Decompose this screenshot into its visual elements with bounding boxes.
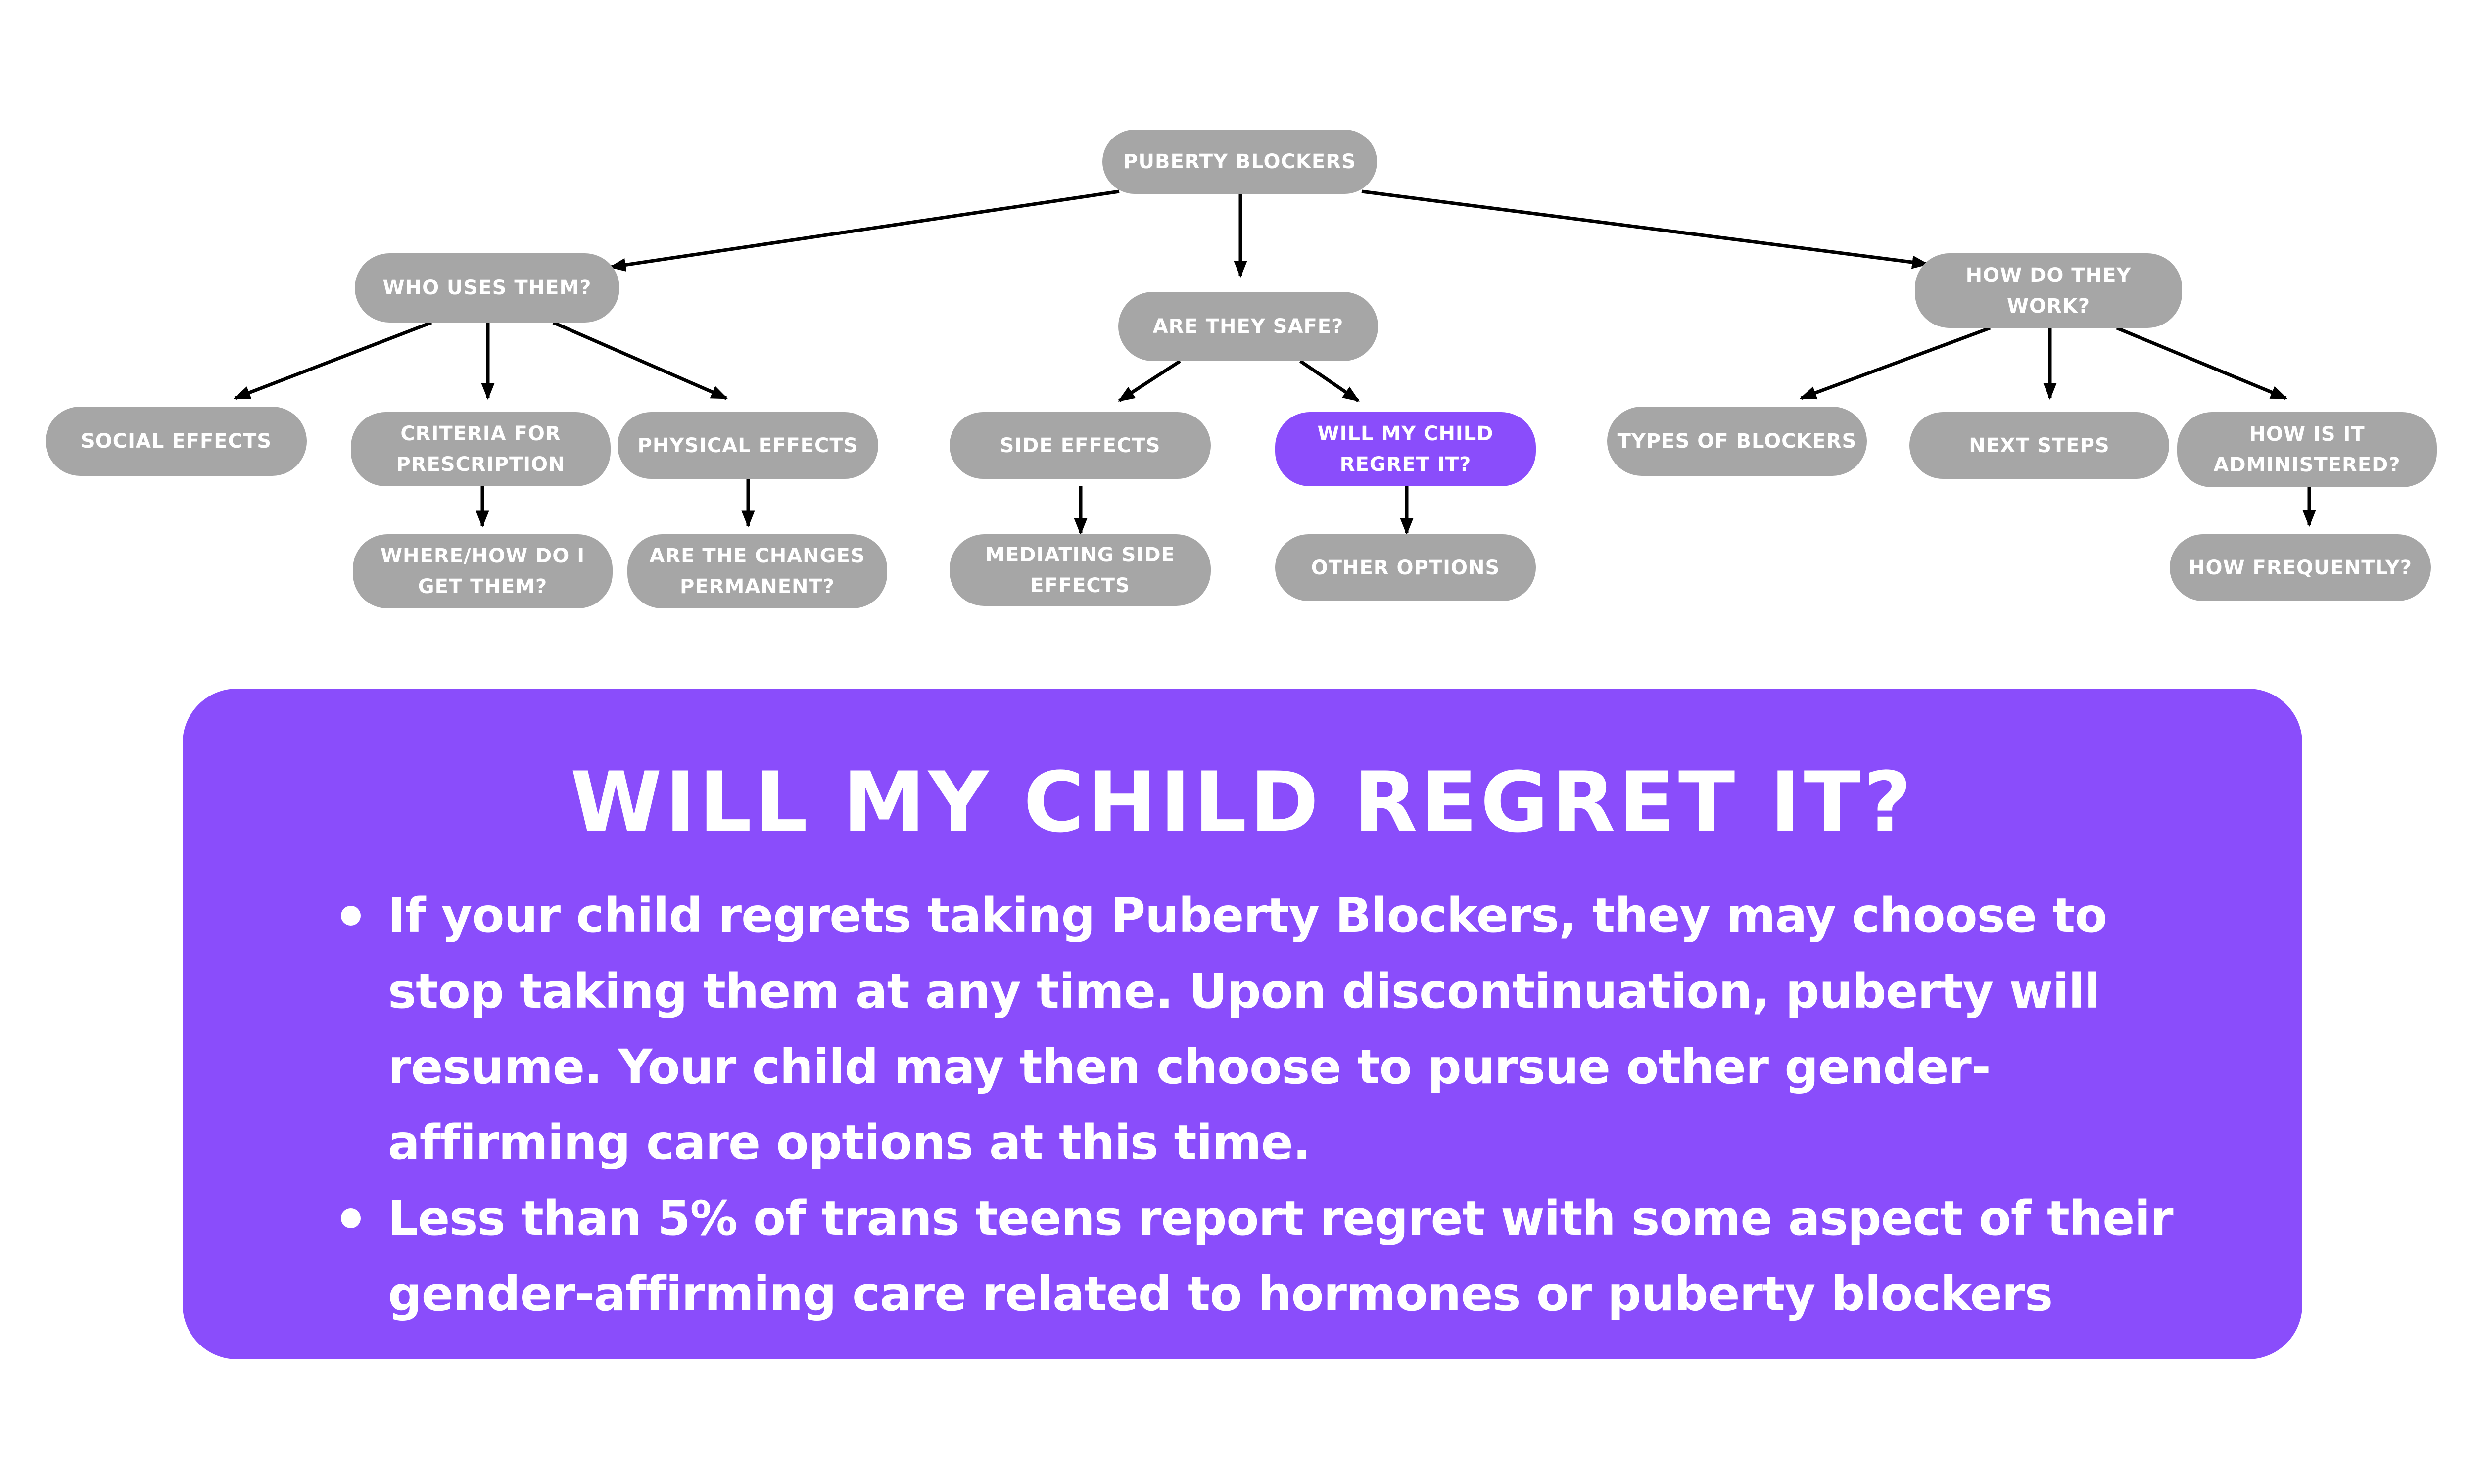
node-criteria-for-prescription[interactable]: CRITERIA FOR PRESCRIPTION [351, 412, 611, 486]
bullet-item: Less than 5% of trans teens report regre… [341, 1181, 2223, 1332]
bullet-text: Less than 5% of trans teens report regre… [388, 1191, 2174, 1322]
node-next-steps[interactable]: NEXT STEPS [1909, 412, 2169, 479]
node-puberty-blockers[interactable]: PUBERTY BLOCKERS [1102, 130, 1377, 194]
node-side-effects[interactable]: SIDE EFFECTS [950, 412, 1211, 479]
node-how-frequently[interactable]: HOW FREQUENTLY? [2170, 534, 2431, 601]
node-are-they-safe[interactable]: ARE THEY SAFE? [1118, 292, 1378, 361]
arrow-safe-to-side [1118, 360, 1181, 402]
arrow-root-to-how-work [1361, 189, 1929, 269]
arrow-root-to-who-uses [609, 189, 1120, 272]
node-social-effects[interactable]: SOCIAL EFFECTS [46, 407, 307, 476]
bullet-dot-icon [341, 906, 361, 926]
arrow-how-to-types [1799, 326, 1991, 400]
bullet-dot-icon [341, 1208, 361, 1228]
node-other-options[interactable]: OTHER OPTIONS [1275, 534, 1536, 601]
node-how-is-it-administered[interactable]: HOW IS IT ADMINISTERED? [2177, 412, 2437, 487]
bullet-list: If your child regrets taking Puberty Blo… [341, 878, 2223, 1332]
node-how-do-they-work[interactable]: HOW DO THEY WORK? [1915, 253, 2182, 328]
bullet-item: If your child regrets taking Puberty Blo… [341, 878, 2223, 1181]
arrow-who-to-social [233, 321, 432, 400]
node-who-uses-them[interactable]: WHO USES THEM? [355, 253, 619, 323]
node-types-of-blockers[interactable]: TYPES OF BLOCKERS [1607, 407, 1867, 476]
node-mediating-side-effects[interactable]: MEDIATING SIDE EFFECTS [950, 534, 1211, 606]
node-physical-effects[interactable]: PHYSICAL EFFECTS [618, 412, 878, 479]
bullet-text: If your child regrets taking Puberty Blo… [388, 888, 2107, 1170]
arrow-who-to-physical [552, 321, 728, 400]
node-where-how-do-i-get-them[interactable]: WHERE/HOW DO I GET THEM? [353, 534, 613, 608]
arrow-safe-to-regret [1299, 360, 1360, 402]
panel-title: WILL MY CHILD REGRET IT? [570, 754, 1915, 851]
node-are-the-changes-permanent[interactable]: ARE THE CHANGES PERMANENT? [627, 534, 887, 608]
info-panel: WILL MY CHILD REGRET IT? If your child r… [183, 689, 2302, 1359]
node-will-my-child-regret-it[interactable]: WILL MY CHILD REGRET IT? [1275, 412, 1536, 486]
arrow-how-to-administered [2116, 326, 2288, 400]
